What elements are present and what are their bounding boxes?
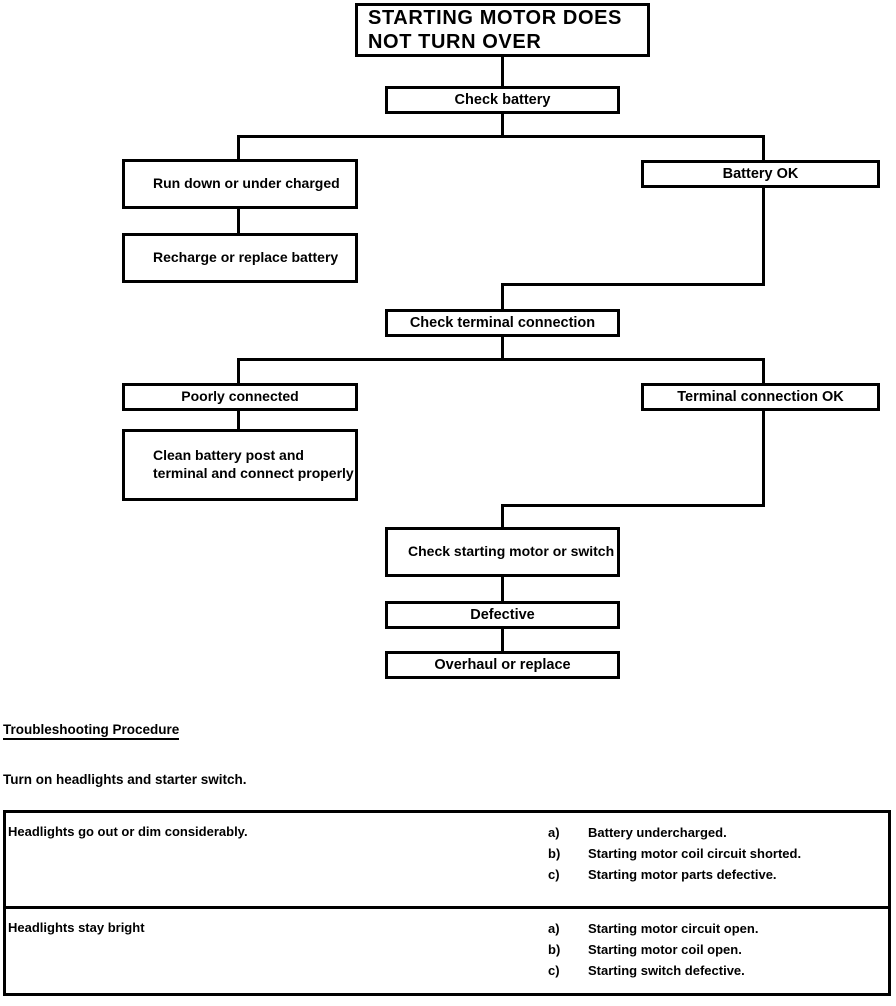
connector-battery-split-bar [237, 135, 765, 138]
node-overhaul-label: Overhaul or replace [434, 656, 571, 673]
cause-cell: a) Starting motor circuit open. b) Start… [548, 909, 888, 981]
node-defective: Defective [385, 601, 620, 629]
node-terminal-connection-ok: Terminal connection OK [641, 383, 880, 411]
cause-text: Starting motor parts defective. [588, 867, 777, 883]
table-row: Headlights stay bright a) Starting motor… [6, 906, 888, 999]
cause-text: Starting motor coil circuit shorted. [588, 846, 802, 862]
table-row: Headlights go out or dim considerably. a… [6, 813, 888, 906]
connector-title-to-check-battery [501, 57, 504, 86]
cause-item: b) Starting motor coil open. [548, 939, 888, 960]
cause-item: a) Starting motor circuit open. [548, 918, 888, 939]
node-run-down-label: Run down or under charged [153, 175, 340, 192]
connector-run-down-to-recharge [237, 209, 240, 233]
connector-poorly-to-clean [237, 411, 240, 429]
node-poorly-connected: Poorly connected [122, 383, 358, 411]
connector-terminal-split-bar [237, 358, 765, 361]
cause-text: Starting motor coil open. [588, 942, 742, 958]
node-check-terminal-connection: Check terminal connection [385, 309, 620, 337]
connector-defective-to-overhaul [501, 629, 504, 651]
node-starting-motor-does-not-turn-over: STARTING MOTOR DOES NOT TURN OVER [355, 3, 650, 57]
connector-to-terminal-ok [762, 358, 765, 383]
connector-into-check-motor [501, 504, 504, 527]
connector-check-motor-to-defective [501, 577, 504, 601]
node-check-starting-motor-or-switch: Check starting motor or switch [385, 527, 620, 577]
connector-check-terminal-down [501, 337, 504, 358]
node-defective-label: Defective [470, 606, 535, 623]
cause-marker: c) [548, 867, 560, 883]
connector-to-run-down [237, 135, 240, 159]
connector-into-check-terminal [501, 283, 504, 309]
procedure-heading: Troubleshooting Procedure [3, 722, 180, 740]
node-terminal-ok-label: Terminal connection OK [677, 388, 844, 405]
node-clean-label: Clean battery post and terminal and conn… [153, 447, 354, 481]
connector-to-battery-ok [762, 135, 765, 160]
node-check-motor-label: Check starting motor or switch [408, 543, 615, 560]
node-battery-ok: Battery OK [641, 160, 880, 188]
node-overhaul-or-replace: Overhaul or replace [385, 651, 620, 679]
cause-text: Starting switch defective. [588, 963, 745, 979]
node-run-down-or-under-charged: Run down or under charged [122, 159, 358, 209]
node-recharge-label: Recharge or replace battery [153, 249, 339, 266]
connector-to-poorly-connected [237, 358, 240, 383]
node-check-terminal-label: Check terminal connection [409, 314, 596, 331]
cause-marker: a) [548, 921, 560, 936]
cause-item: c) Starting switch defective. [548, 960, 888, 981]
cause-item: a) Battery undercharged. [548, 822, 888, 843]
cause-marker: a) [548, 825, 560, 840]
cause-cell: a) Battery undercharged. b) Starting mot… [548, 813, 888, 885]
cause-marker: b) [548, 846, 561, 862]
node-title-label: STARTING MOTOR DOES NOT TURN OVER [368, 6, 622, 53]
node-check-battery: Check battery [385, 86, 620, 114]
symptom-cell: Headlights stay bright [8, 920, 145, 935]
node-check-battery-label: Check battery [454, 91, 551, 108]
troubleshooting-flowchart: STARTING MOTOR DOES NOT TURN OVER Check … [122, 3, 880, 679]
node-recharge-or-replace-battery: Recharge or replace battery [122, 233, 358, 283]
procedure-instruction: Turn on headlights and starter switch. [3, 772, 247, 787]
node-battery-ok-label: Battery OK [722, 165, 799, 182]
connector-battery-ok-down [762, 188, 765, 283]
cause-item: b) Starting motor coil circuit shorted. [548, 843, 888, 864]
cause-marker: b) [548, 942, 561, 958]
connector-check-battery-down [501, 114, 504, 135]
connector-terminal-ok-down [762, 411, 765, 504]
cause-item: c) Starting motor parts defective. [548, 864, 888, 885]
cause-text: Battery undercharged. [588, 825, 727, 840]
symptom-cause-table: Headlights go out or dim considerably. a… [3, 810, 891, 996]
cause-text: Starting motor circuit open. [588, 921, 759, 936]
connector-battery-ok-left [501, 283, 765, 286]
node-poorly-connected-label: Poorly connected [181, 388, 299, 405]
node-clean-battery-post: Clean battery post and terminal and conn… [122, 429, 358, 501]
symptom-cell: Headlights go out or dim considerably. [8, 824, 248, 839]
cause-marker: c) [548, 963, 560, 979]
connector-terminal-ok-left [501, 504, 765, 507]
